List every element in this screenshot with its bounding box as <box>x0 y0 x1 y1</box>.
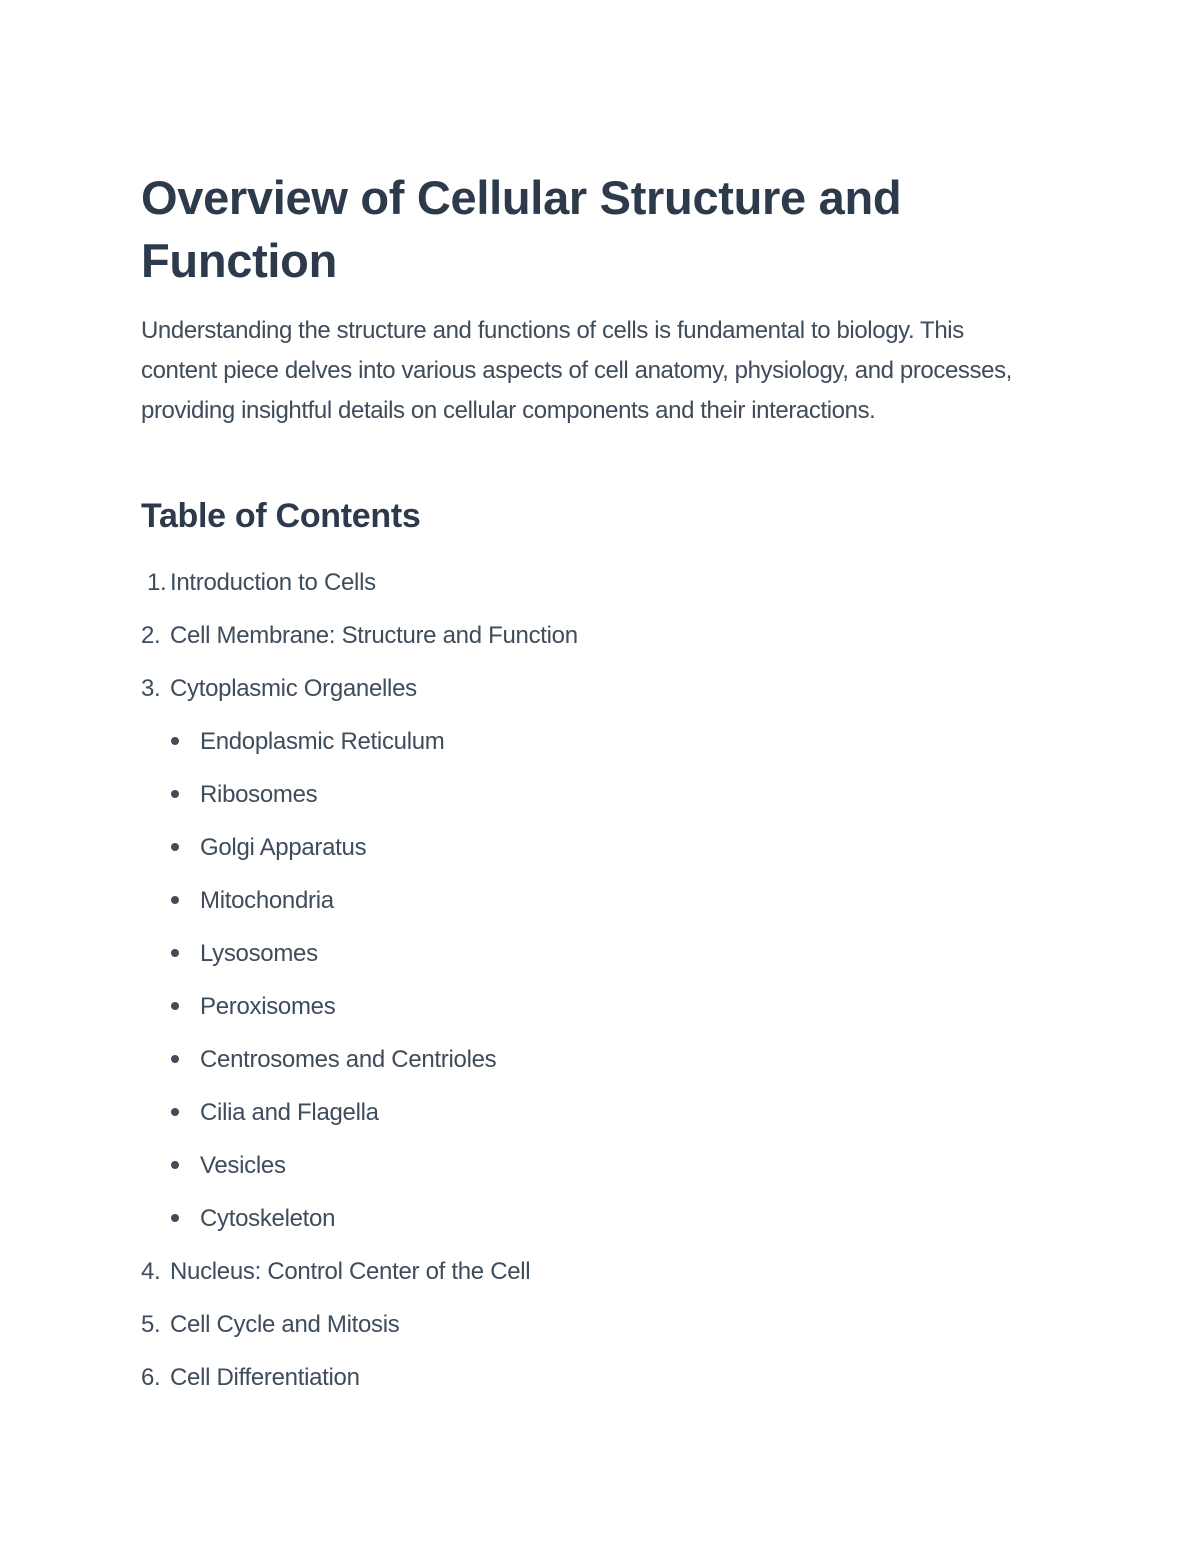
intro-paragraph: Understanding the structure and function… <box>141 317 1012 424</box>
toc-item-cell-differentiation[interactable]: 6. Cell Differentiation <box>141 1363 360 1393</box>
bullet-icon <box>171 1054 179 1063</box>
toc-item-label: Cell Cycle and Mitosis <box>170 1311 400 1338</box>
toc-item-number: 2. <box>141 622 161 649</box>
toc-subitem-ribosomes[interactable]: Ribosomes <box>171 780 318 810</box>
toc-subitem-label: Vesicles <box>200 1152 286 1179</box>
bullet-icon <box>171 789 179 798</box>
toc-subitem-cytoskeleton[interactable]: Cytoskeleton <box>171 1204 335 1234</box>
toc-item-nucleus[interactable]: 4. Nucleus: Control Center of the Cell <box>141 1257 531 1287</box>
toc-subitem-lysosomes[interactable]: Lysosomes <box>171 939 318 969</box>
toc-item-label: Introduction to Cells <box>170 569 376 596</box>
bullet-icon <box>171 948 179 957</box>
toc-subitem-label: Cilia and Flagella <box>200 1099 379 1126</box>
toc-subitem-label: Peroxisomes <box>200 993 336 1020</box>
page-title: Overview of Cellular Structure and Funct… <box>141 171 902 287</box>
toc-item-cell-cycle[interactable]: 5. Cell Cycle and Mitosis <box>141 1310 400 1340</box>
toc-heading: Table of Contents <box>141 497 421 535</box>
toc-subitem-label: Centrosomes and Centrioles <box>200 1046 497 1073</box>
toc-subitem-vesicles[interactable]: Vesicles <box>171 1151 286 1181</box>
toc-item-number: 3. <box>141 675 161 702</box>
toc-item-number: 6. <box>141 1364 161 1391</box>
toc-item-number: 1. <box>147 569 167 596</box>
toc-item-label: Cell Membrane: Structure and Function <box>170 622 578 649</box>
toc-item-label: Nucleus: Control Center of the Cell <box>170 1258 531 1285</box>
toc-item-cytoplasmic-organelles[interactable]: 3. Cytoplasmic Organelles <box>141 674 417 704</box>
toc-subitem-label: Lysosomes <box>200 940 318 967</box>
toc-subitem-peroxisomes[interactable]: Peroxisomes <box>171 992 336 1022</box>
toc-subitem-mitochondria[interactable]: Mitochondria <box>171 886 334 916</box>
bullet-icon <box>171 895 179 904</box>
bullet-icon <box>171 736 179 745</box>
toc-subitem-label: Ribosomes <box>200 781 318 808</box>
toc-item-label: Cell Differentiation <box>170 1364 360 1391</box>
toc-subitem-endoplasmic-reticulum[interactable]: Endoplasmic Reticulum <box>171 727 445 757</box>
toc-subitem-cilia-flagella[interactable]: Cilia and Flagella <box>171 1098 379 1128</box>
bullet-icon <box>171 1107 179 1116</box>
toc-item-number: 5. <box>141 1311 161 1338</box>
toc-subitem-label: Golgi Apparatus <box>200 834 367 861</box>
toc-item-number: 4. <box>141 1258 161 1285</box>
toc-subitem-label: Cytoskeleton <box>200 1205 336 1232</box>
toc-item-cell-membrane[interactable]: 2. Cell Membrane: Structure and Function <box>141 621 578 651</box>
bullet-icon <box>171 842 179 851</box>
toc-subitem-golgi-apparatus[interactable]: Golgi Apparatus <box>171 833 367 863</box>
bullet-icon <box>171 1213 179 1222</box>
toc-subitem-label: Mitochondria <box>200 887 334 914</box>
bullet-icon <box>171 1001 179 1010</box>
toc-item-introduction[interactable]: 1.Introduction to Cells <box>141 568 376 598</box>
bullet-icon <box>171 1160 179 1169</box>
toc-subitem-label: Endoplasmic Reticulum <box>200 728 445 755</box>
toc-subitem-centrosomes[interactable]: Centrosomes and Centrioles <box>171 1045 497 1075</box>
toc-item-label: Cytoplasmic Organelles <box>170 675 417 702</box>
